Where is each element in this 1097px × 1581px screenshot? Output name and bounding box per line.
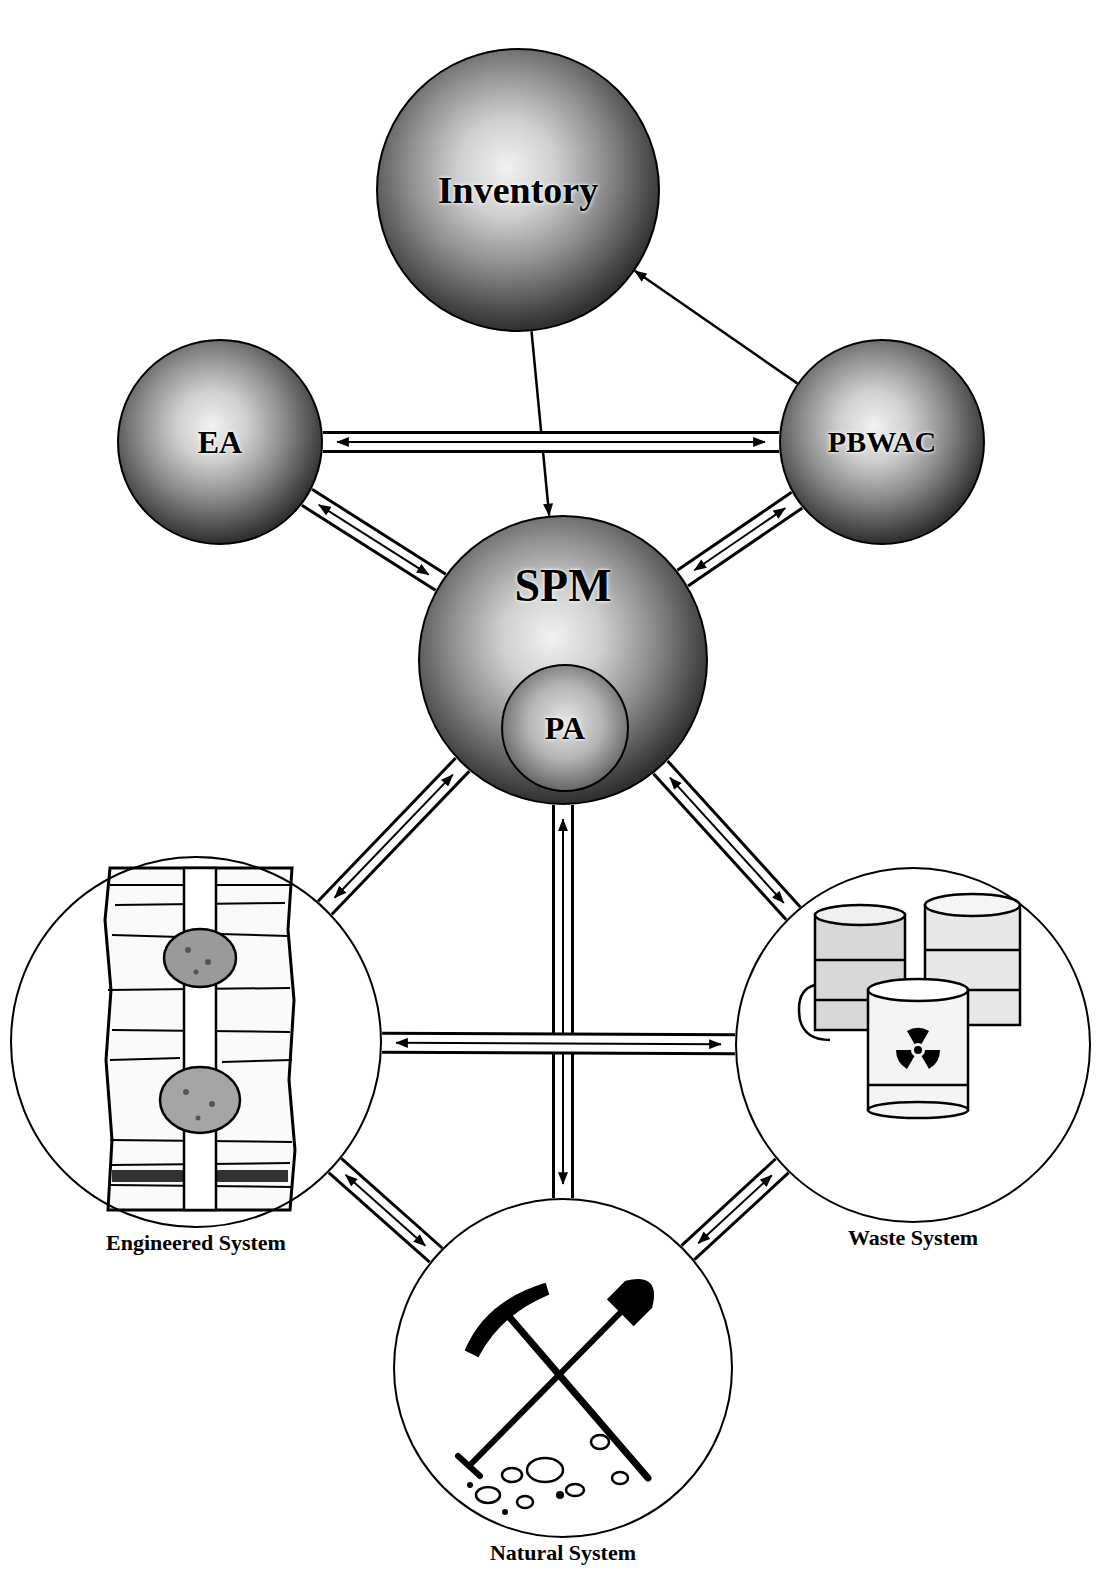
tube-connector: [323, 442, 779, 443]
arrow-connector: [532, 331, 550, 515]
node-label: PA: [545, 710, 585, 747]
waste-drums-illustration: [799, 894, 1020, 1118]
tube-connector: [307, 497, 441, 582]
spm-sphere: SPM PA: [418, 515, 708, 805]
system-label: Engineered System: [103, 1230, 289, 1256]
system-label: Natural System: [487, 1540, 639, 1566]
tube-connector: [688, 1166, 782, 1253]
system-circle: Waste System: [735, 867, 1091, 1223]
pick-and-shovel-illustration: [458, 1271, 662, 1515]
tube-connector: [335, 1166, 436, 1256]
system-circle: Engineered System: [10, 856, 382, 1228]
node-label: Inventory: [438, 168, 598, 212]
ea-sphere: EA: [117, 339, 323, 545]
inventory-sphere: Inventory: [376, 48, 660, 332]
tube-connector: [563, 805, 564, 1198]
system-label: Waste System: [845, 1225, 981, 1251]
tube-connector: [325, 765, 463, 908]
system-circle: Natural System: [393, 1198, 733, 1538]
pa-sphere: PA: [501, 664, 629, 792]
arrow-connector: [635, 271, 798, 384]
tube-connector: [382, 1043, 735, 1044]
tube-connector: [661, 767, 794, 913]
node-label: PBWAC: [828, 425, 936, 459]
node-label: SPM: [514, 559, 611, 612]
tube-connector: [683, 500, 797, 578]
pbwac-sphere: PBWAC: [779, 339, 985, 545]
node-label: EA: [198, 424, 242, 461]
rock-strata-illustration: [105, 868, 295, 1210]
